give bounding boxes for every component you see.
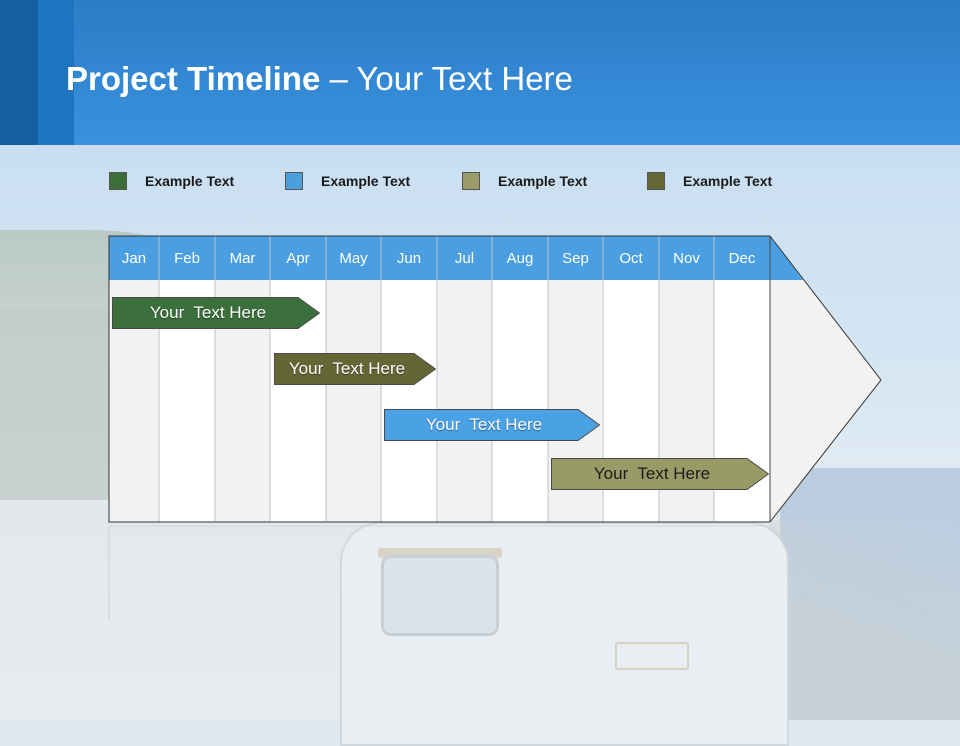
legend-item: Example Text bbox=[285, 170, 410, 192]
month-label: Mar bbox=[229, 250, 256, 267]
month-label: Jul bbox=[454, 250, 475, 267]
legend-label[interactable]: Example Text bbox=[498, 173, 588, 189]
task-bar[interactable]: Your Text Here bbox=[112, 297, 320, 329]
month-label: Aug bbox=[506, 250, 534, 267]
month-column bbox=[326, 280, 381, 522]
month-header-cell bbox=[270, 236, 326, 280]
legend-label[interactable]: Example Text bbox=[683, 173, 773, 189]
slide-title-bold: Project Timeline bbox=[66, 60, 321, 97]
month-label: Nov bbox=[673, 250, 700, 267]
month-header-cell bbox=[714, 236, 770, 280]
month-header-cell bbox=[548, 236, 603, 280]
timeline-arrow-graphic bbox=[108, 235, 882, 620]
month-header-cell bbox=[659, 236, 714, 280]
task-bar-shape bbox=[384, 409, 600, 441]
month-label: Dec bbox=[728, 250, 756, 267]
task-bar-label: Your Text Here bbox=[288, 359, 406, 378]
slide-header: Project Timeline – Your Text Here bbox=[0, 0, 960, 145]
month-label: Feb bbox=[174, 250, 200, 267]
legend-swatch bbox=[647, 172, 665, 190]
month-label: Jan bbox=[121, 250, 147, 267]
legend-label[interactable]: Example Text bbox=[321, 173, 411, 189]
month-header-cell bbox=[603, 236, 659, 280]
month-header-cell bbox=[215, 236, 270, 280]
month-header-cell bbox=[381, 236, 437, 280]
month-column bbox=[381, 280, 437, 522]
arrow-head bbox=[770, 236, 881, 522]
month-header-cell bbox=[492, 236, 548, 280]
header-accent-dark bbox=[0, 0, 38, 145]
month-label: Oct bbox=[619, 250, 643, 267]
month-label: Sep bbox=[562, 250, 589, 267]
month-header-cell bbox=[109, 236, 159, 280]
slide-title[interactable]: Project Timeline – Your Text Here bbox=[66, 60, 573, 98]
task-bar-arrow bbox=[551, 458, 769, 490]
task-bar[interactable]: Your Text Here bbox=[551, 458, 769, 490]
reflection-line bbox=[769, 525, 839, 613]
task-bar[interactable]: Your Text Here bbox=[274, 353, 436, 385]
month-column bbox=[437, 280, 492, 522]
legend-item: Example Text bbox=[109, 170, 234, 192]
month-column bbox=[492, 280, 548, 522]
legend-swatch bbox=[462, 172, 480, 190]
legend-item: Example Text bbox=[462, 170, 587, 192]
month-label: May bbox=[339, 250, 368, 267]
month-label: Jun bbox=[396, 250, 422, 267]
task-bar-shape bbox=[112, 297, 320, 329]
month-header-cell bbox=[159, 236, 215, 280]
month-header-cell bbox=[326, 236, 381, 280]
arrow-head-outline bbox=[769, 235, 882, 523]
trailer-roof-rack bbox=[378, 548, 502, 558]
slide-title-rest: – Your Text Here bbox=[320, 60, 573, 97]
task-bar-shape bbox=[274, 353, 436, 385]
month-header-cell bbox=[437, 236, 492, 280]
trailer-window bbox=[381, 555, 499, 636]
legend-swatch bbox=[285, 172, 303, 190]
task-bar-label: Your Text Here bbox=[149, 303, 267, 322]
task-bar-arrow bbox=[274, 353, 436, 385]
trailer-vent bbox=[615, 642, 689, 670]
task-bar-label: Your Text Here bbox=[593, 464, 711, 483]
month-label: Apr bbox=[286, 250, 310, 267]
task-bar-arrow bbox=[112, 297, 320, 329]
task-bar-label: Your Text Here bbox=[425, 415, 543, 434]
task-bar-arrow bbox=[384, 409, 600, 441]
header-accent-mid bbox=[38, 0, 74, 145]
legend-item: Example Text bbox=[647, 170, 772, 192]
task-bar[interactable]: Your Text Here bbox=[384, 409, 600, 441]
task-bar-shape bbox=[551, 458, 769, 490]
timeline: Jan Feb Mar Apr May Jun Jul Aug Sep Oct Nov Dec You… bbox=[108, 235, 882, 620]
legend-label[interactable]: Example Text bbox=[145, 173, 235, 189]
legend-swatch bbox=[109, 172, 127, 190]
timeline-outline bbox=[108, 235, 770, 523]
shore bbox=[770, 520, 960, 720]
